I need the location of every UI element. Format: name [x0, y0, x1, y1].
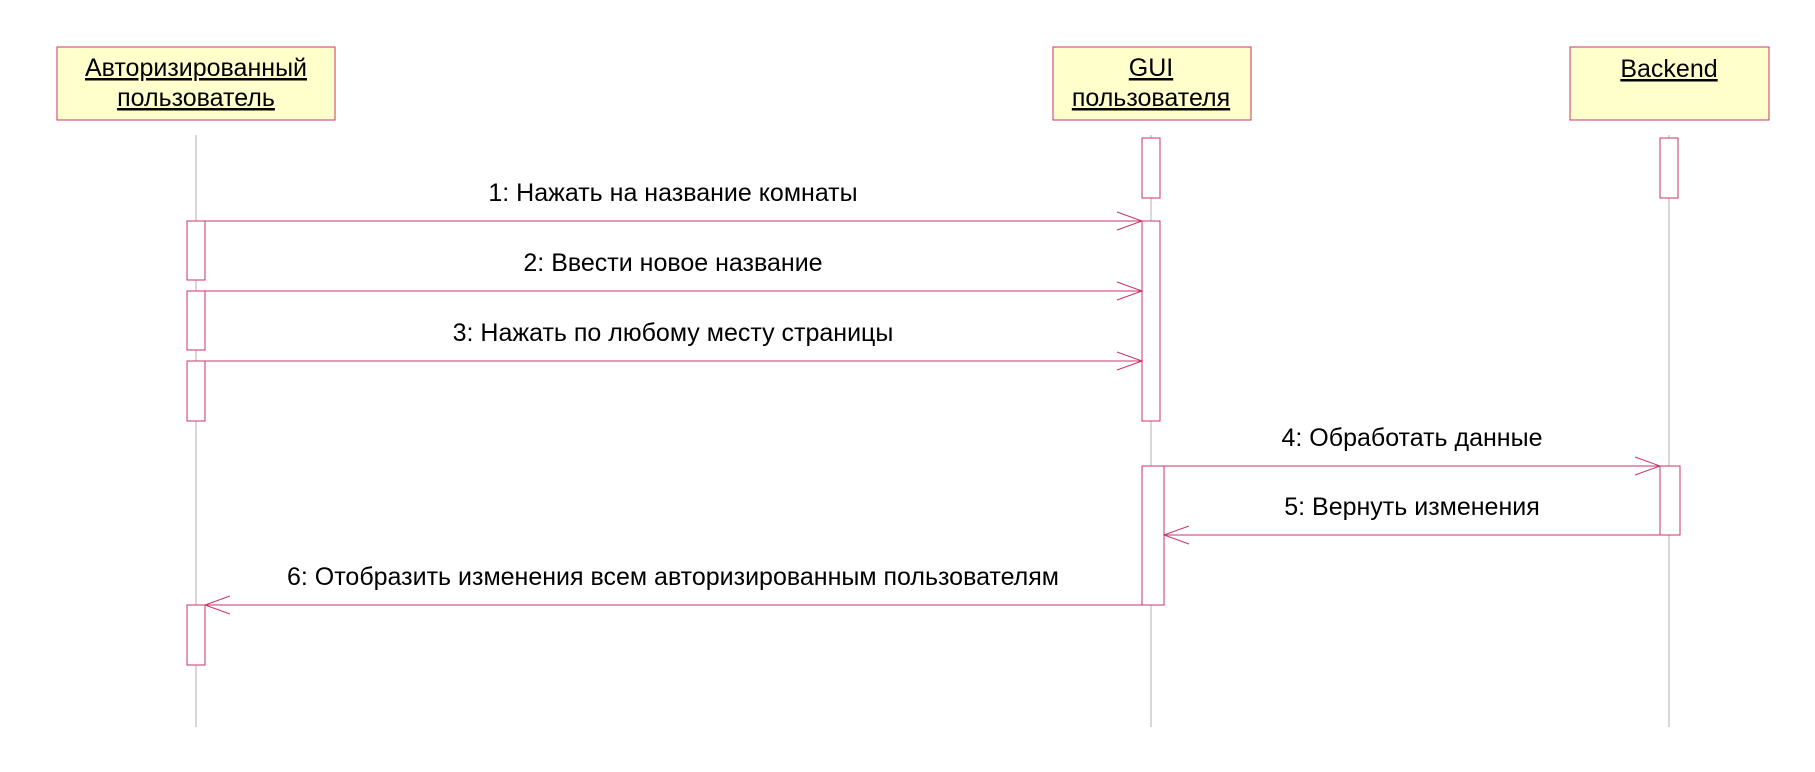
- participant-gui: GUI пользователя: [1052, 46, 1252, 121]
- participant-user: Авторизированный пользователь: [56, 46, 336, 121]
- message-3-label: 3: Нажать по любому месту страницы: [453, 319, 894, 347]
- activation-gui-3: [1141, 465, 1165, 606]
- message-5: 5: Вернуть изменения: [1162, 493, 1660, 545]
- participant-backend-box: [1569, 46, 1770, 121]
- activation-user-2: [186, 290, 206, 351]
- participant-backend-label: Backend: [1620, 55, 1717, 83]
- participant-gui-label-line2: пользователя: [1072, 84, 1230, 112]
- message-2-arrowhead: [1116, 281, 1144, 301]
- participant-user-box: [56, 46, 336, 121]
- message-2: 2: Ввести новое название: [205, 249, 1144, 301]
- participant-user-label-line1: Авторизированный: [85, 54, 307, 82]
- message-6: 6: Отобразить изменения всем авторизиров…: [203, 563, 1142, 615]
- activation-user-3: [186, 360, 206, 422]
- activation-backend-2: [1659, 465, 1681, 536]
- message-3-arrowhead: [1116, 351, 1144, 371]
- participant-backend: Backend: [1569, 46, 1770, 121]
- message-1: 1: Нажать на название комнаты: [205, 179, 1144, 231]
- message-4-label: 4: Обработать данные: [1282, 424, 1543, 452]
- message-4-arrowhead: [1634, 456, 1662, 476]
- activation-gui-2: [1141, 220, 1161, 422]
- message-1-label: 1: Нажать на название комнаты: [488, 179, 857, 207]
- message-5-label: 5: Вернуть изменения: [1284, 493, 1540, 521]
- message-6-label: 6: Отобразить изменения всем авторизиров…: [287, 563, 1059, 591]
- participant-gui-box: [1052, 46, 1252, 121]
- message-6-arrowhead: [203, 595, 231, 615]
- message-5-arrowhead: [1162, 525, 1190, 545]
- activation-user-4: [186, 604, 206, 666]
- message-4: 4: Обработать данные: [1164, 424, 1662, 476]
- activation-gui-1: [1141, 137, 1161, 199]
- activation-backend-1: [1659, 137, 1679, 199]
- message-3: 3: Нажать по любому месту страницы: [205, 319, 1144, 371]
- activation-user-1: [186, 220, 206, 281]
- message-2-label: 2: Ввести новое название: [523, 249, 822, 277]
- message-1-arrowhead: [1116, 211, 1144, 231]
- participant-gui-label-line1: GUI: [1129, 54, 1173, 82]
- participant-user-label-line2: пользователь: [117, 84, 275, 112]
